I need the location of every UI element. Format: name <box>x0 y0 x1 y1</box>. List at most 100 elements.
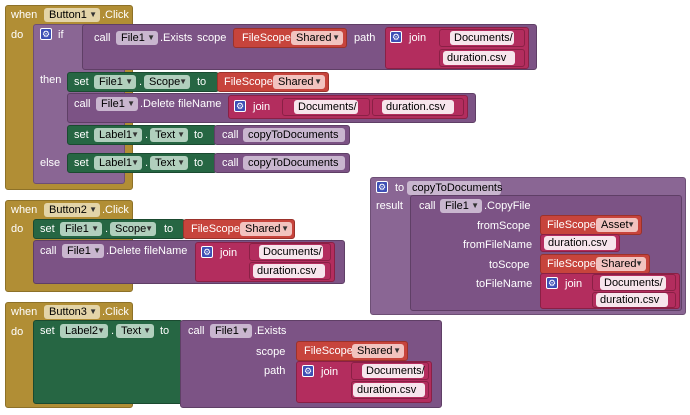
text-documents[interactable]: Documents/ <box>450 31 514 45</box>
filescope-label: FileScope <box>224 76 273 88</box>
set-label: set <box>74 129 89 141</box>
do-label: do <box>11 29 24 41</box>
text-duration[interactable]: duration.csv <box>443 51 515 65</box>
text-property-dropdown[interactable]: Text▼ <box>116 324 154 338</box>
call-label: call <box>40 245 57 257</box>
text-duration[interactable]: duration.csv <box>353 383 425 397</box>
join-label: join <box>409 32 427 44</box>
call-label: call <box>222 157 239 169</box>
text-duration[interactable]: duration.csv <box>382 100 454 114</box>
join-label: join <box>220 247 238 259</box>
file1-dropdown[interactable]: File1▼ <box>116 31 158 45</box>
set-label: set <box>40 223 55 235</box>
exists-method: .Exists <box>254 325 287 337</box>
click-label: .Click <box>102 9 129 21</box>
join-label: join <box>253 101 271 113</box>
scope-asset-dropdown[interactable]: Asset▼ <box>596 218 638 232</box>
filescope-label: FileScope <box>547 219 596 231</box>
toscope-param-label: toScope <box>489 259 530 271</box>
call-label: call <box>419 200 436 212</box>
copyfile-method: .CopyFile <box>484 200 531 212</box>
when-label: when <box>11 9 38 21</box>
fromscope-param-label: fromScope <box>477 220 531 232</box>
delete-method: .Delete <box>106 245 141 257</box>
scope-param-label: scope <box>256 346 286 358</box>
path-param-label: path <box>264 365 286 377</box>
to-label: to <box>160 325 170 337</box>
path-param-label: path <box>354 32 376 44</box>
to-label: to <box>194 129 204 141</box>
file1-dropdown[interactable]: File1▼ <box>96 97 138 111</box>
scope-shared-dropdown[interactable]: Shared▼ <box>596 257 646 271</box>
scope-shared-dropdown[interactable]: Shared▼ <box>273 75 325 89</box>
text-property-dropdown[interactable]: Text▼ <box>150 156 188 170</box>
filename-param-label: fileName <box>178 98 222 110</box>
text-documents[interactable]: Documents/ <box>294 100 358 114</box>
filescope-label: FileScope <box>304 345 353 357</box>
call-label: call <box>188 325 205 337</box>
set-label2-text[interactable] <box>33 320 183 404</box>
gear-icon[interactable]: ⚙ <box>376 181 388 193</box>
click-label: .Click <box>102 306 129 318</box>
file1-dropdown[interactable]: File1▼ <box>60 222 102 236</box>
gear-icon[interactable]: ⚙ <box>234 100 246 112</box>
fromfilename-param-label: fromFileName <box>463 239 533 251</box>
gear-icon[interactable]: ⚙ <box>546 277 558 289</box>
when-label: when <box>11 204 38 216</box>
gear-icon[interactable]: ⚙ <box>40 28 52 40</box>
to-label: to <box>164 223 174 235</box>
scope-shared-dropdown[interactable]: Shared▼ <box>352 344 404 358</box>
gear-icon[interactable]: ⚙ <box>201 246 213 258</box>
set-label: set <box>40 325 55 337</box>
filescope-label: FileScope <box>242 32 291 44</box>
gear-icon[interactable]: ⚙ <box>390 31 402 43</box>
procedure-dropdown[interactable]: copyToDocuments <box>243 128 345 142</box>
join-label: join <box>321 366 339 378</box>
file1-dropdown[interactable]: File1▼ <box>210 324 252 338</box>
procedure-name-field[interactable]: copyToDocuments <box>407 181 503 195</box>
button2-dropdown[interactable]: Button2▼ <box>44 203 100 217</box>
to-label: to <box>395 182 405 194</box>
filescope-label: FileScope <box>547 258 596 270</box>
when-label: when <box>11 306 38 318</box>
filename-param-label: fileName <box>144 245 188 257</box>
to-label: to <box>197 76 207 88</box>
label1-dropdown[interactable]: Label1▼ <box>94 156 142 170</box>
label2-dropdown[interactable]: Label2▼ <box>60 324 108 338</box>
set-label: set <box>74 157 89 169</box>
file1-dropdown[interactable]: File1▼ <box>62 244 104 258</box>
text-duration[interactable]: duration.csv <box>253 264 325 278</box>
if-label: if <box>58 29 64 41</box>
do-label: do <box>11 326 24 338</box>
button1-dropdown[interactable]: Button1▼ <box>44 8 100 22</box>
else-label: else <box>40 157 61 169</box>
click-label: .Click <box>102 204 129 216</box>
procedure-dropdown[interactable]: copyToDocuments <box>243 156 345 170</box>
text-duration[interactable]: duration.csv <box>544 236 616 250</box>
chevron-down-icon: ▼ <box>89 10 97 19</box>
scope-property-dropdown[interactable]: Scope▼ <box>110 222 156 236</box>
scope-shared-dropdown[interactable]: Shared▼ <box>240 222 292 236</box>
exists-method: .Exists <box>160 32 193 44</box>
set-file1-scope[interactable] <box>33 219 185 239</box>
join-label: join <box>565 278 583 290</box>
gear-icon[interactable]: ⚙ <box>302 365 314 377</box>
scope-param-label: scope <box>197 32 227 44</box>
filescope-label: FileScope <box>191 223 240 235</box>
tofilename-param-label: toFileName <box>476 278 533 290</box>
delete-method: .Delete <box>140 98 175 110</box>
text-property-dropdown[interactable]: Text▼ <box>150 128 188 142</box>
text-documents[interactable]: Documents/ <box>600 276 666 290</box>
file1-dropdown[interactable]: File1▼ <box>440 199 482 213</box>
file1-dropdown[interactable]: File1▼ <box>94 75 136 89</box>
button3-dropdown[interactable]: Button3▼ <box>44 305 100 319</box>
call-label: call <box>222 129 239 141</box>
text-documents[interactable]: Documents/ <box>362 364 425 378</box>
text-documents[interactable]: Documents/ <box>259 245 323 259</box>
call-label: call <box>74 98 91 110</box>
scope-shared-dropdown[interactable]: Shared▼ <box>291 31 343 45</box>
label1-dropdown[interactable]: Label1▼ <box>94 128 142 142</box>
scope-property-dropdown[interactable]: Scope▼ <box>144 75 190 89</box>
do-label: do <box>11 223 24 235</box>
text-duration[interactable]: duration.csv <box>596 293 668 307</box>
